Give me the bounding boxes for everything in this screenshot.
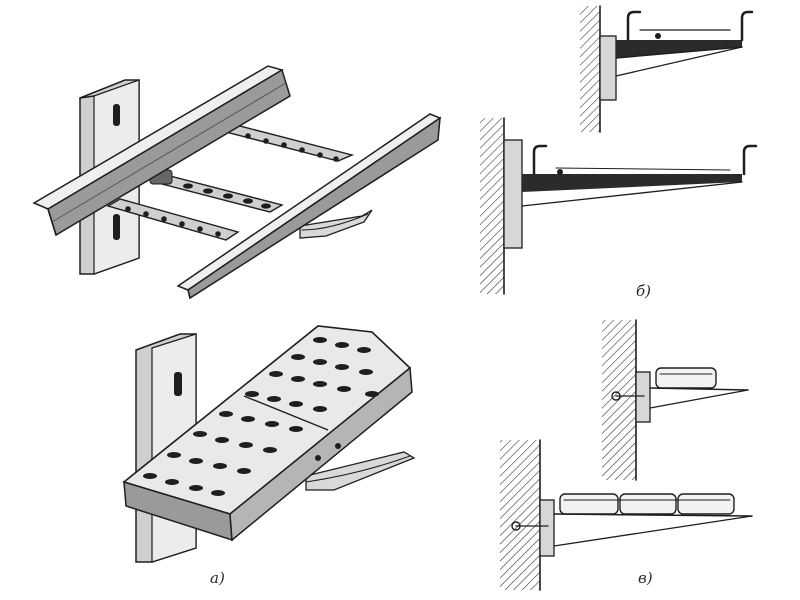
ladder-tray-assembly bbox=[32, 65, 442, 300]
c-hook bbox=[532, 144, 548, 176]
wall-bracket-b-upper bbox=[580, 5, 754, 133]
cable-box bbox=[655, 367, 717, 389]
wall-plate bbox=[539, 499, 555, 557]
wall-bracket-v-upper bbox=[602, 319, 749, 481]
perforated-tray-assembly bbox=[122, 325, 416, 563]
tray-perforations bbox=[143, 337, 379, 496]
cable-box bbox=[677, 493, 735, 515]
perforated-tray bbox=[122, 325, 413, 542]
c-hook bbox=[626, 10, 642, 42]
wall-hatch bbox=[580, 6, 600, 132]
c-hook bbox=[742, 144, 758, 176]
rung-upper bbox=[219, 124, 355, 162]
bracket-arm bbox=[616, 40, 742, 58]
caption-a: а) bbox=[210, 569, 225, 587]
wall-hatch bbox=[480, 118, 504, 294]
wall-plate bbox=[503, 139, 523, 249]
side-rail-left bbox=[32, 65, 291, 237]
wall-plate bbox=[599, 35, 617, 101]
bracket-arm bbox=[522, 174, 742, 192]
side-rail-right bbox=[176, 113, 442, 300]
rung-middle bbox=[149, 169, 284, 213]
wall-hatch bbox=[602, 320, 636, 480]
post-slot bbox=[113, 214, 120, 240]
wall-hatch bbox=[500, 440, 540, 590]
post-slot bbox=[174, 372, 182, 396]
wall-plate bbox=[635, 371, 651, 423]
caption-b: б) bbox=[636, 282, 651, 300]
caption-v: в) bbox=[638, 569, 653, 587]
cable-box bbox=[619, 493, 677, 515]
wall-bracket-v-lower bbox=[500, 439, 753, 591]
wall-bracket-b-lower bbox=[480, 117, 758, 295]
tray-joint-line bbox=[243, 395, 329, 431]
post-slot bbox=[113, 104, 120, 126]
rung-lower bbox=[106, 198, 240, 241]
cable-box bbox=[559, 493, 619, 515]
c-hook bbox=[740, 10, 754, 42]
